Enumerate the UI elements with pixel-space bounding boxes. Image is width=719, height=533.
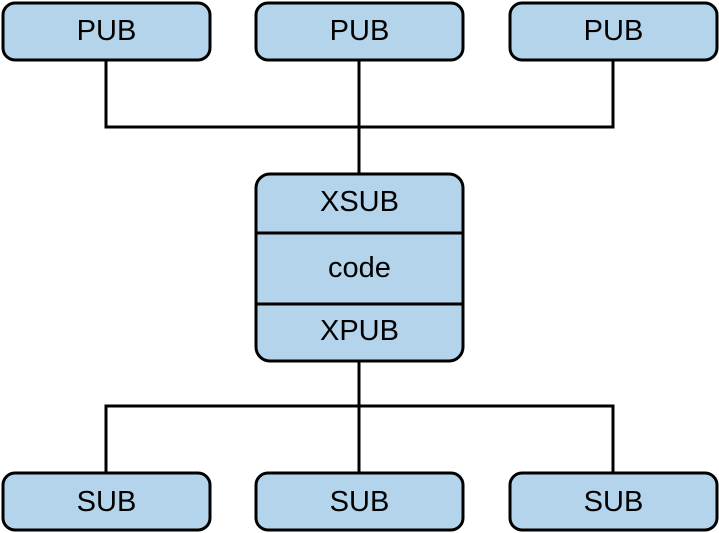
publisher-label: PUB bbox=[584, 15, 644, 47]
subscriber-label: SUB bbox=[584, 486, 644, 518]
subscriber-label: SUB bbox=[77, 486, 137, 518]
subscriber-node: SUB bbox=[1, 471, 212, 532]
publisher-label: PUB bbox=[77, 15, 137, 47]
xsub-label: XSUB bbox=[320, 186, 399, 218]
subscriber-label: SUB bbox=[330, 486, 390, 518]
publisher-node: PUB bbox=[1, 1, 212, 62]
xpub-label: XPUB bbox=[320, 315, 399, 347]
publisher-node: PUB bbox=[508, 1, 719, 62]
subscriber-connectors bbox=[104, 360, 615, 474]
subscriber-node: SUB bbox=[508, 471, 719, 532]
publisher-node: PUB bbox=[254, 1, 465, 62]
broker-node: XSUB code XPUB bbox=[254, 172, 465, 363]
code-label: code bbox=[328, 252, 391, 284]
publisher-connectors bbox=[104, 59, 615, 174]
subscriber-node: SUB bbox=[254, 471, 465, 532]
publisher-label: PUB bbox=[330, 15, 390, 47]
